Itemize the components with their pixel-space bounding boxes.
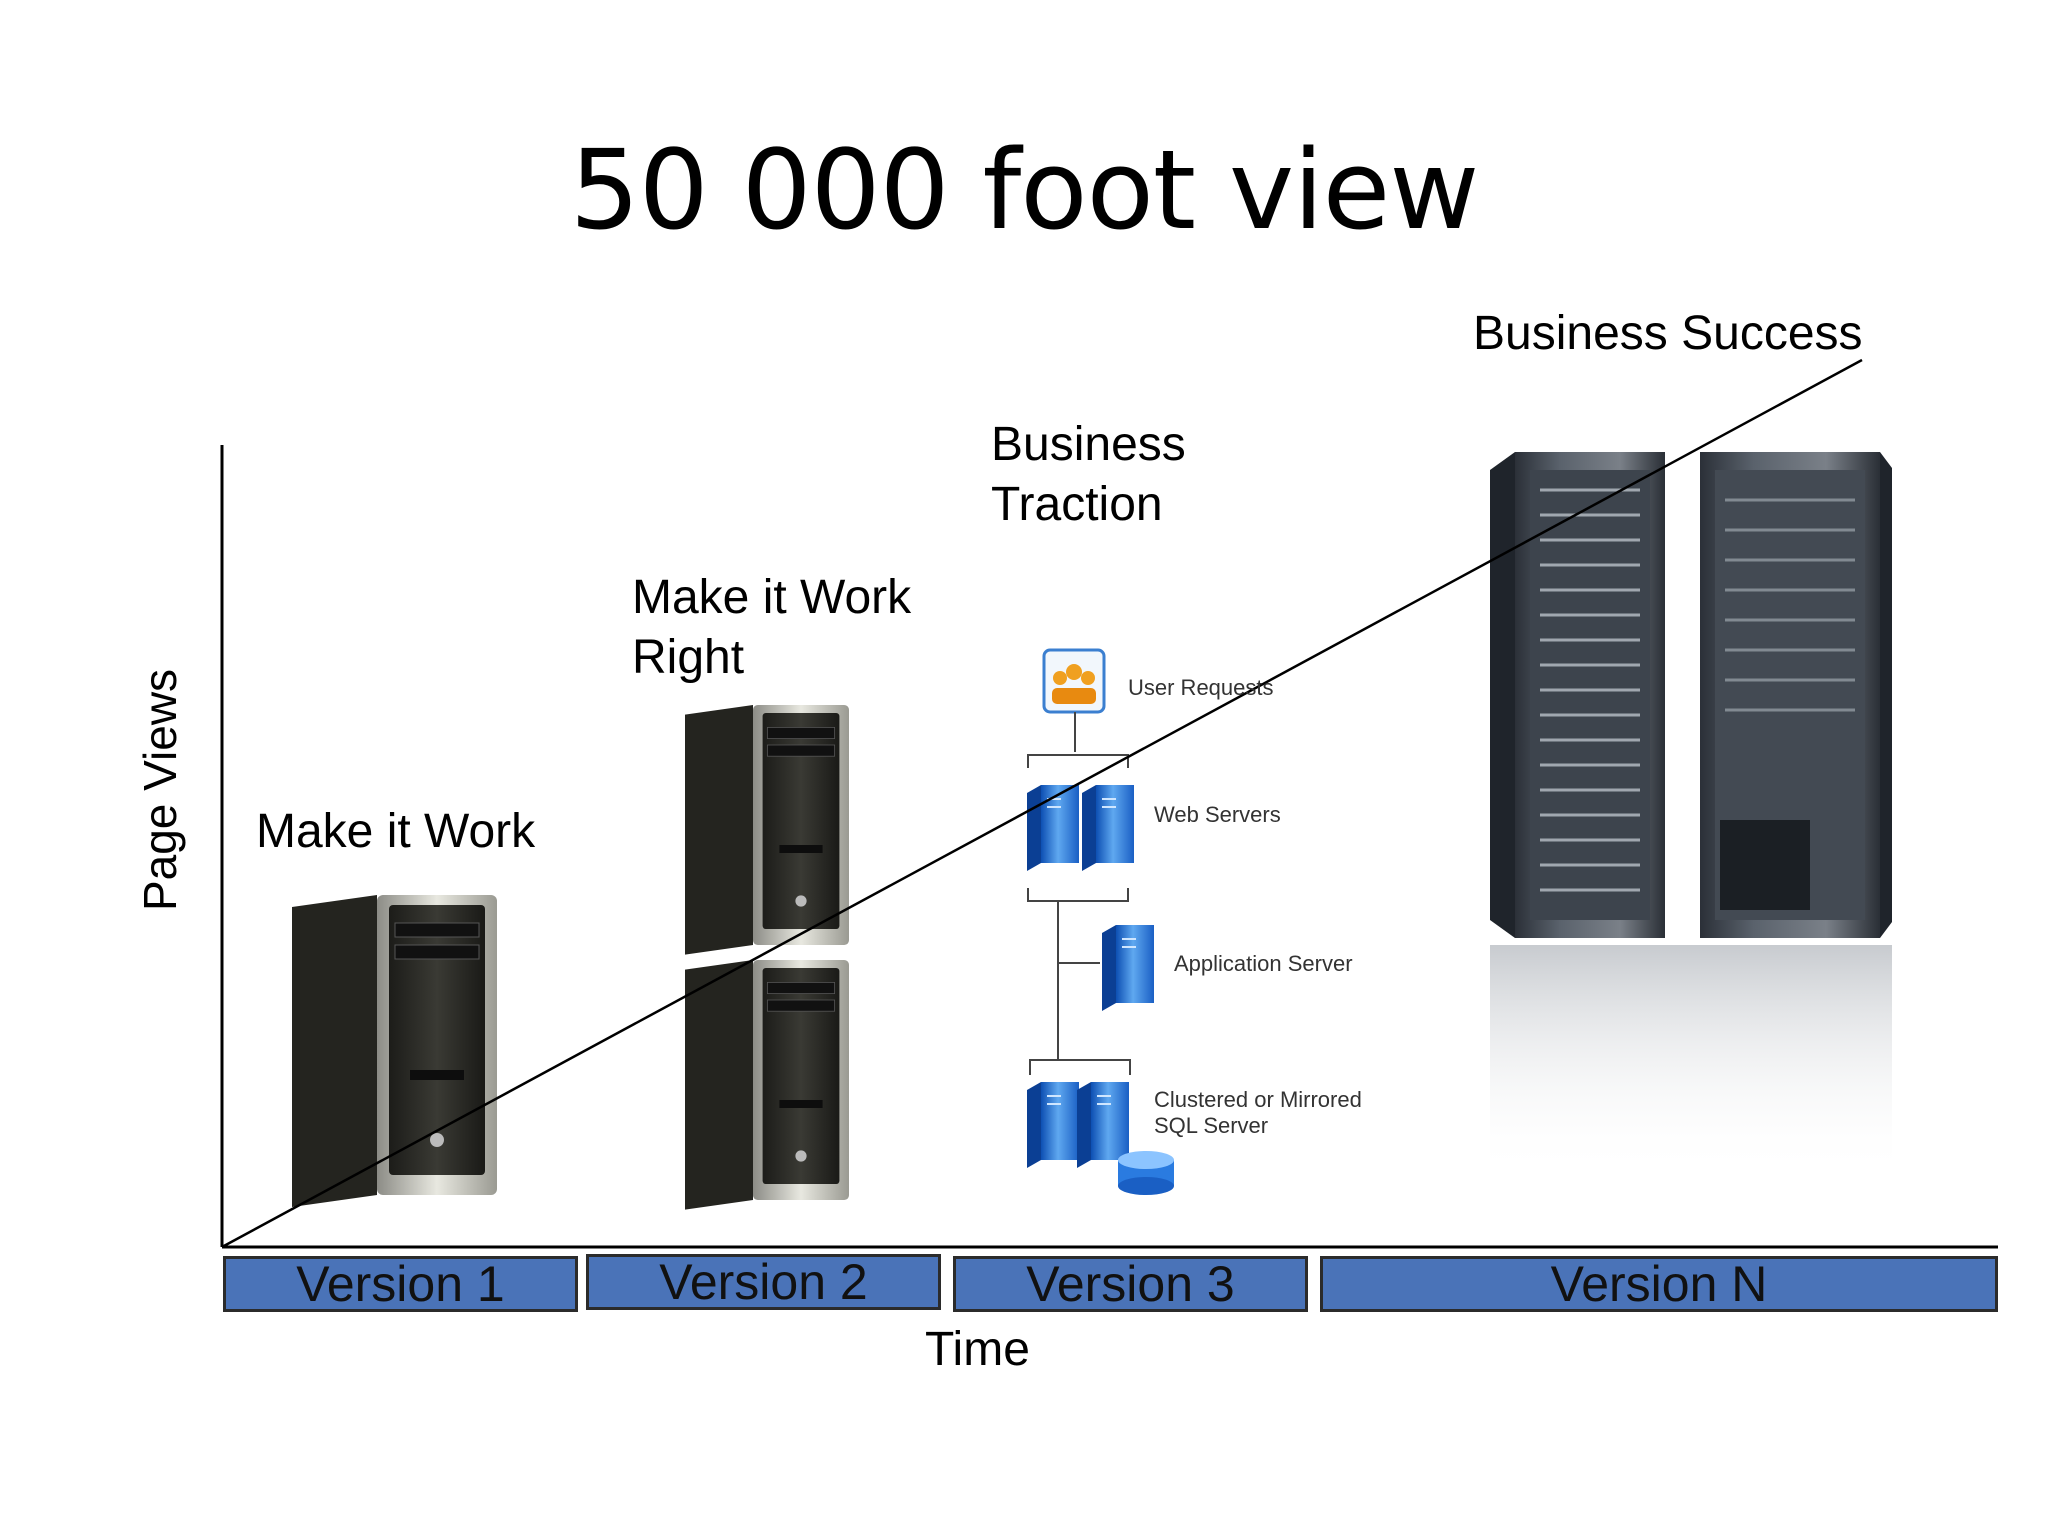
- blue-server-icon: [1101, 924, 1155, 1012]
- slide-title: 50 000 foot view: [569, 126, 1480, 254]
- web-servers-label: Web Servers: [1154, 802, 1281, 827]
- version-3-box: Version 3: [953, 1256, 1308, 1312]
- database-icon: [1118, 1151, 1174, 1195]
- stage-label-business-traction: Business Traction: [991, 418, 1186, 531]
- blue-server-icon: [1081, 784, 1135, 872]
- blue-server-icon: [1026, 1081, 1080, 1169]
- user-requests-label: User Requests: [1128, 675, 1274, 700]
- stage-label-business-success: Business Success: [1473, 307, 1863, 360]
- users-icon: [1042, 648, 1106, 714]
- tower-pc-icon: [291, 894, 498, 1208]
- stage-label-make-it-work-right: Make it Work Right: [632, 571, 912, 684]
- architecture-diagram: [1026, 648, 1174, 1195]
- version-2-box: Version 2: [586, 1254, 941, 1310]
- app-server-label: Application Server: [1174, 951, 1353, 976]
- sql-server-label: Clustered or Mirrored SQL Server: [1154, 1087, 1362, 1138]
- growth-trend-line: [221, 358, 1863, 1249]
- y-axis-label: Page Views: [134, 668, 186, 912]
- tower-pc-icon: [684, 704, 850, 955]
- x-axis-label: Time: [925, 1323, 1030, 1376]
- version-n-box: Version N: [1320, 1256, 1998, 1312]
- tower-pc-icon: [684, 959, 850, 1210]
- blue-server-icon: [1076, 1081, 1130, 1169]
- version-1-box: Version 1: [223, 1256, 578, 1312]
- server-rack-icon: [1490, 452, 1892, 1175]
- stage-label-make-it-work: Make it Work: [256, 805, 536, 858]
